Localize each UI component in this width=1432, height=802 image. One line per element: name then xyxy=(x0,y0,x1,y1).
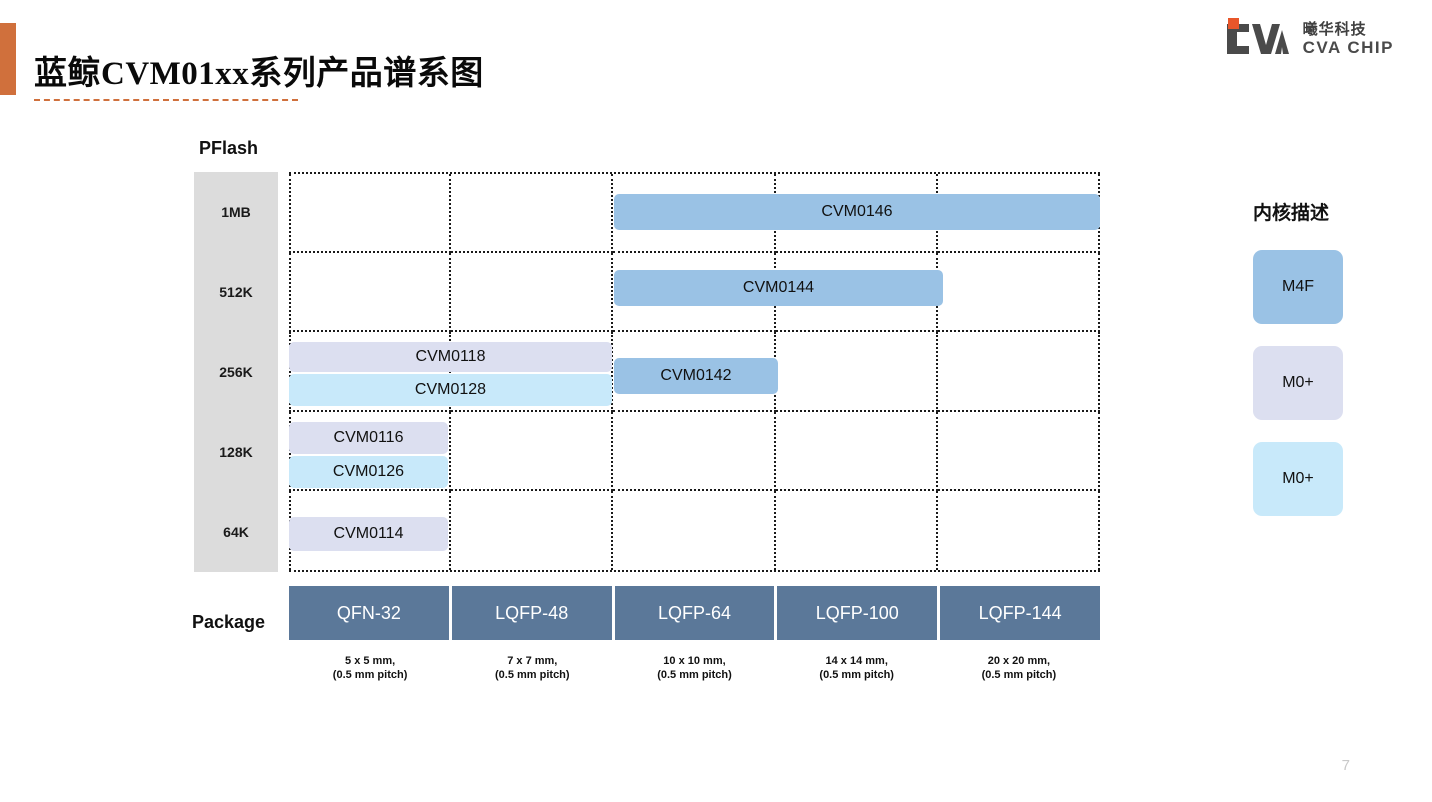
page-title: 蓝鲸CVM01xx系列产品谱系图 xyxy=(34,56,484,92)
grid-cell xyxy=(937,411,1100,491)
grid-cell xyxy=(938,490,1100,570)
grid-cell xyxy=(289,174,452,254)
product-bar-cvm0126[interactable]: CVM0126 xyxy=(289,456,448,488)
legend-item-m0plus: M0+ xyxy=(1253,442,1343,516)
package-cell-lqfp-144[interactable]: LQFP-144 xyxy=(940,586,1100,640)
pflash-tick-1mb: 1MB xyxy=(221,204,251,220)
legend-title: 内核描述 xyxy=(1253,203,1330,224)
logo-name-en: CVA CHIP xyxy=(1302,37,1394,57)
grid-cell xyxy=(937,332,1100,412)
grid-cell xyxy=(937,253,1100,333)
package-pitch: (0.5 mm pitch) xyxy=(981,668,1057,681)
logo-text: 曦华科技 CVA CHIP xyxy=(1303,21,1394,58)
grid-cell xyxy=(451,490,614,570)
legend-item-m0plus: M0+ xyxy=(1253,346,1343,420)
grid-cell xyxy=(451,253,614,333)
product-bar-cvm0114[interactable]: CVM0114 xyxy=(289,517,448,551)
grid-cell xyxy=(613,490,776,570)
package-pitch: (0.5 mm pitch) xyxy=(819,668,894,681)
grid-cell xyxy=(775,411,938,491)
grid-cell xyxy=(451,174,614,254)
legend-item-m4f: M4F xyxy=(1253,250,1343,324)
package-size: 5 x 5 mm, xyxy=(345,655,396,667)
package-size: 20 x 20 mm, xyxy=(987,655,1051,667)
brand-logo: 曦华科技 CVA CHIP xyxy=(1219,18,1394,60)
product-bar-cvm0142[interactable]: CVM0142 xyxy=(614,358,778,394)
pflash-tick-256k: 256K xyxy=(219,364,253,380)
page-number: 7 xyxy=(1341,757,1350,774)
product-bar-cvm0144[interactable]: CVM0144 xyxy=(614,270,943,306)
package-size: 14 x 14 mm, xyxy=(825,655,888,667)
package-cell-lqfp-64[interactable]: LQFP-64 xyxy=(614,586,775,640)
pflash-axis-band: 1MB 512K 256K 128K 64K xyxy=(194,172,278,572)
package-note-lqfp-100: 14 x 14 mm,(0.5 mm pitch) xyxy=(776,655,938,695)
package-note-lqfp-48: 7 x 7 mm,(0.5 mm pitch) xyxy=(451,655,613,695)
cva-mark-svg xyxy=(1226,24,1289,54)
package-dimension-notes: 5 x 5 mm,(0.5 mm pitch)7 x 7 mm,(0.5 mm … xyxy=(289,655,1100,695)
pflash-tick-128k: 128K xyxy=(219,444,253,460)
title-accent-bar xyxy=(0,23,16,95)
logo-accent-square xyxy=(1227,18,1239,29)
package-pitch: (0.5 mm pitch) xyxy=(332,668,408,681)
pflash-axis-title: PFlash xyxy=(199,138,259,158)
package-note-lqfp-144: 20 x 20 mm,(0.5 mm pitch) xyxy=(938,655,1100,695)
package-note-lqfp-64: 10 x 10 mm,(0.5 mm pitch) xyxy=(613,655,775,695)
grid-cell xyxy=(776,490,938,570)
product-bar-cvm0146[interactable]: CVM0146 xyxy=(614,194,1100,230)
pflash-tick-512k: 512K xyxy=(219,284,253,300)
title-dashed-rule xyxy=(34,99,298,101)
grid-cell xyxy=(451,411,614,491)
product-bar-cvm0128[interactable]: CVM0128 xyxy=(289,374,612,406)
package-cell-lqfp-48[interactable]: LQFP-48 xyxy=(451,586,612,640)
logo-name-cn: 曦华科技 xyxy=(1302,20,1367,38)
package-size: 10 x 10 mm, xyxy=(663,655,726,667)
grid-cell xyxy=(451,332,614,412)
product-bar-cvm0116[interactable]: CVM0116 xyxy=(289,422,448,454)
grid-cell xyxy=(613,411,776,491)
grid-cell xyxy=(775,332,938,412)
grid-cell xyxy=(289,253,452,333)
package-cell-qfn-32[interactable]: QFN-32 xyxy=(289,586,449,640)
package-axis-title: Package xyxy=(192,612,266,632)
product-bar-cvm0118[interactable]: CVM0118 xyxy=(289,342,612,372)
package-pitch: (0.5 mm pitch) xyxy=(495,668,570,681)
package-note-qfn-32: 5 x 5 mm,(0.5 mm pitch) xyxy=(289,655,451,695)
package-pitch: (0.5 mm pitch) xyxy=(657,668,732,681)
cva-logo-icon xyxy=(1219,18,1291,60)
core-legend: M4F M0+ M0+ xyxy=(1253,250,1343,538)
package-cell-lqfp-100[interactable]: LQFP-100 xyxy=(777,586,938,640)
package-size: 7 x 7 mm, xyxy=(507,655,558,667)
pflash-tick-64k: 64K xyxy=(223,524,249,540)
